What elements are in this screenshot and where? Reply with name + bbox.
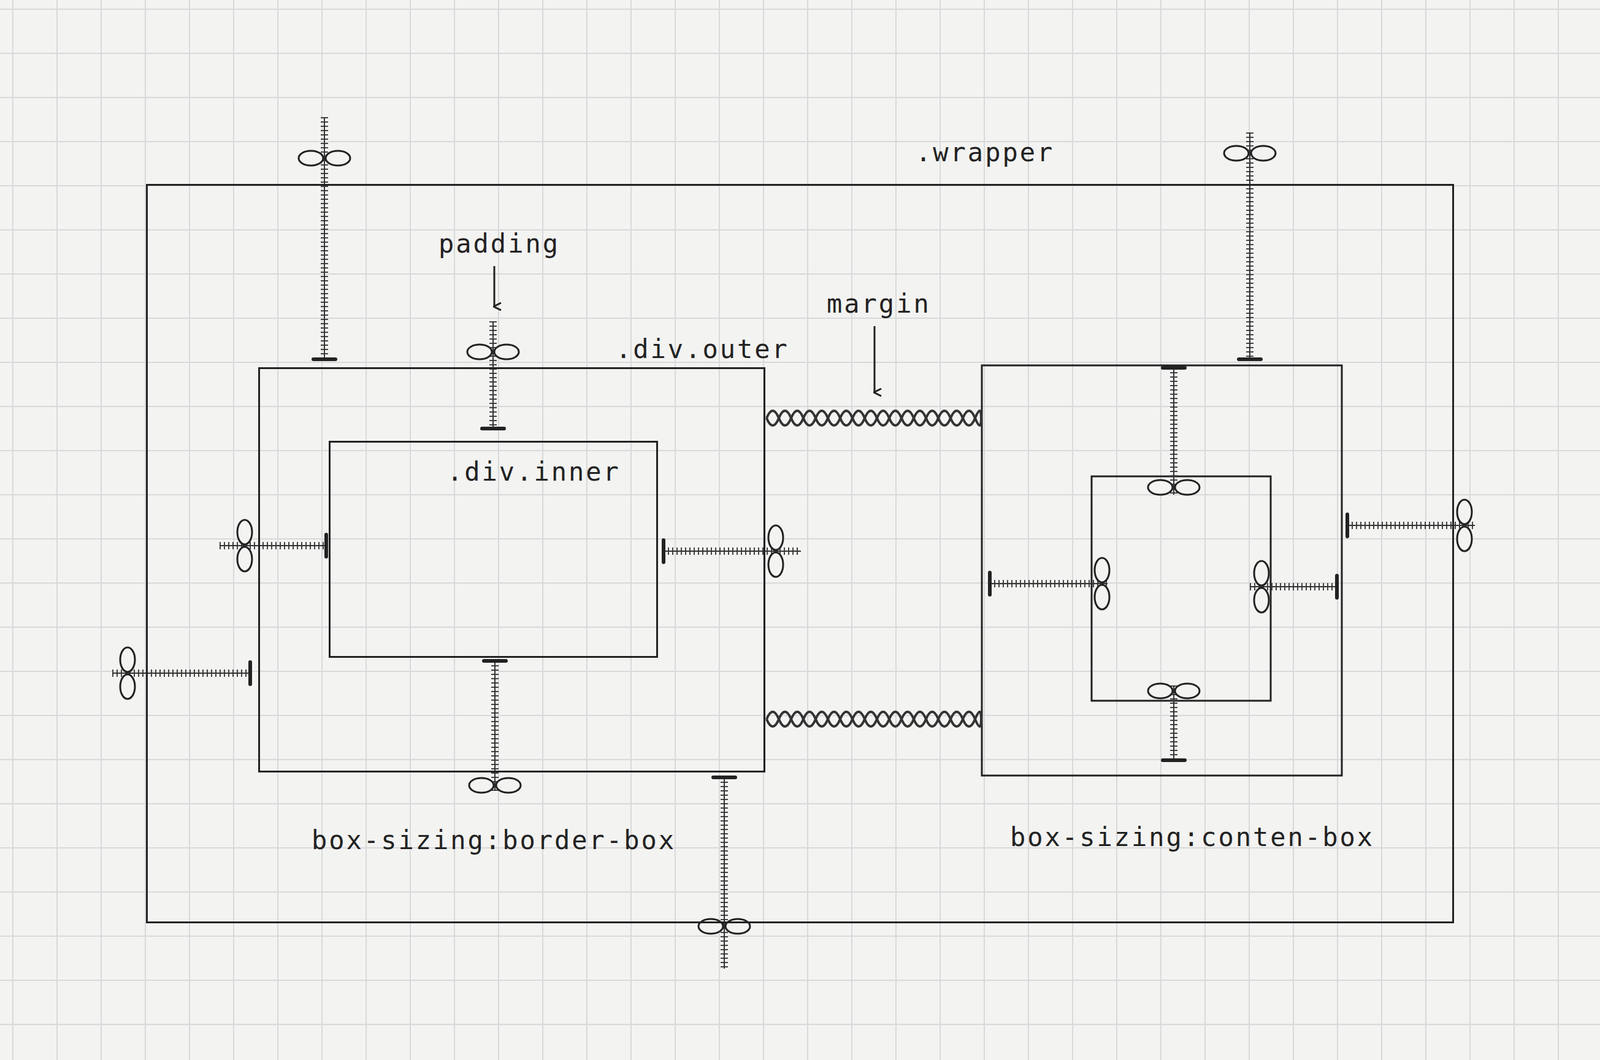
padding-screw [1148,480,1173,495]
margin-screw [723,777,725,969]
padding-screw [663,550,801,552]
margin-screw [698,777,751,969]
box-sizing-label: box-sizing:conten-box [1010,821,1375,854]
margin-spring [766,711,982,727]
inner-box: .div.inner [328,440,659,659]
margin-label: margin [826,288,931,321]
padding-screw [768,525,784,551]
margin-screw [313,357,336,362]
node-title: .div.outer [615,333,790,366]
padding-screw [483,659,506,663]
margin-screw [1251,145,1276,161]
content-box-inner [1091,476,1271,701]
padding-screw [1094,558,1110,583]
padding-screw [1170,685,1178,761]
margin-screw [1246,132,1254,360]
margin-screw [1457,526,1472,552]
padding-screw [987,572,992,595]
margin-screw [725,919,751,934]
padding-screw [768,552,784,578]
node-title: .div.inner [447,456,621,489]
padding-screw [482,426,505,431]
margin-screw [120,647,135,673]
padding-screw [219,545,327,547]
padding-screw [469,778,494,793]
margin-screw [1224,132,1276,360]
wrapper-box: .wrapper.div.outer.div.inner [145,183,1455,924]
padding-screw [219,542,327,550]
margin-screw [1224,145,1249,161]
padding-screw [467,321,519,429]
margin-spring [766,711,982,727]
margin-spring [766,410,982,426]
padding-screw [1249,561,1337,613]
leader-arrow [873,326,876,393]
padding-screw [661,540,666,563]
margin-spring [766,410,982,426]
node-title: .wrapper [915,136,1055,169]
margin-screw [713,775,736,780]
content-box-inner [1091,476,1271,701]
margin-screw [1249,132,1251,360]
margin-spring [766,410,982,426]
padding-screw [989,580,1108,588]
content-box-outer [981,365,1342,776]
padding-screw [324,534,329,557]
margin-screw [1238,357,1261,362]
margin-screw [298,117,351,360]
margin-screw [112,669,251,678]
margin-screw [720,777,728,969]
padding-screw [989,558,1110,610]
padding-screw [1254,561,1269,586]
content-box-outer [981,365,1342,776]
padding-screw [1162,758,1185,763]
margin-screw [120,674,135,700]
margin-screw [1347,499,1475,552]
padding-label: padding [438,228,560,261]
margin-screw [112,647,251,700]
padding-screw [467,344,492,360]
padding-screw [1175,480,1200,495]
padding-screw [489,321,497,429]
padding-screw [237,547,253,572]
box-sizing-label: box-sizing:border-box [311,824,676,857]
padding-screw [237,520,253,545]
margin-screw [323,117,326,360]
margin-screw [1345,514,1350,537]
padding-screw [494,344,519,360]
padding-screw [492,321,494,429]
margin-screw [298,150,324,166]
padding-screw [1148,367,1200,495]
leader-arrow [494,266,495,307]
leader-arrow [493,266,496,307]
margin-screw [698,919,724,934]
padding-screw [1162,366,1185,370]
margin-screw [1457,499,1472,525]
outer-box: .div.outer.div.inner [258,367,766,773]
margin-screw [1347,521,1475,530]
padding-screw [1148,683,1173,699]
leader-arrow [874,326,876,393]
padding-screw [219,520,327,572]
padding-screw [1249,586,1337,588]
padding-screw [1175,683,1200,699]
padding-screw [1170,367,1178,495]
margin-screw [248,662,253,685]
margin-screw [1347,524,1475,527]
padding-screw [469,661,521,793]
padding-screw [496,778,521,793]
padding-screw [1335,575,1339,598]
margin-screw [325,150,351,166]
margin-spring [766,711,982,727]
padding-screw [1173,685,1175,761]
padding-screw [1094,585,1110,610]
padding-screw [989,583,1108,585]
padding-screw [663,525,801,578]
margin-screw [112,672,251,674]
padding-screw [1173,367,1175,495]
padding-screw [1254,588,1269,613]
padding-screw [1148,683,1200,761]
margin-screw [320,117,329,360]
